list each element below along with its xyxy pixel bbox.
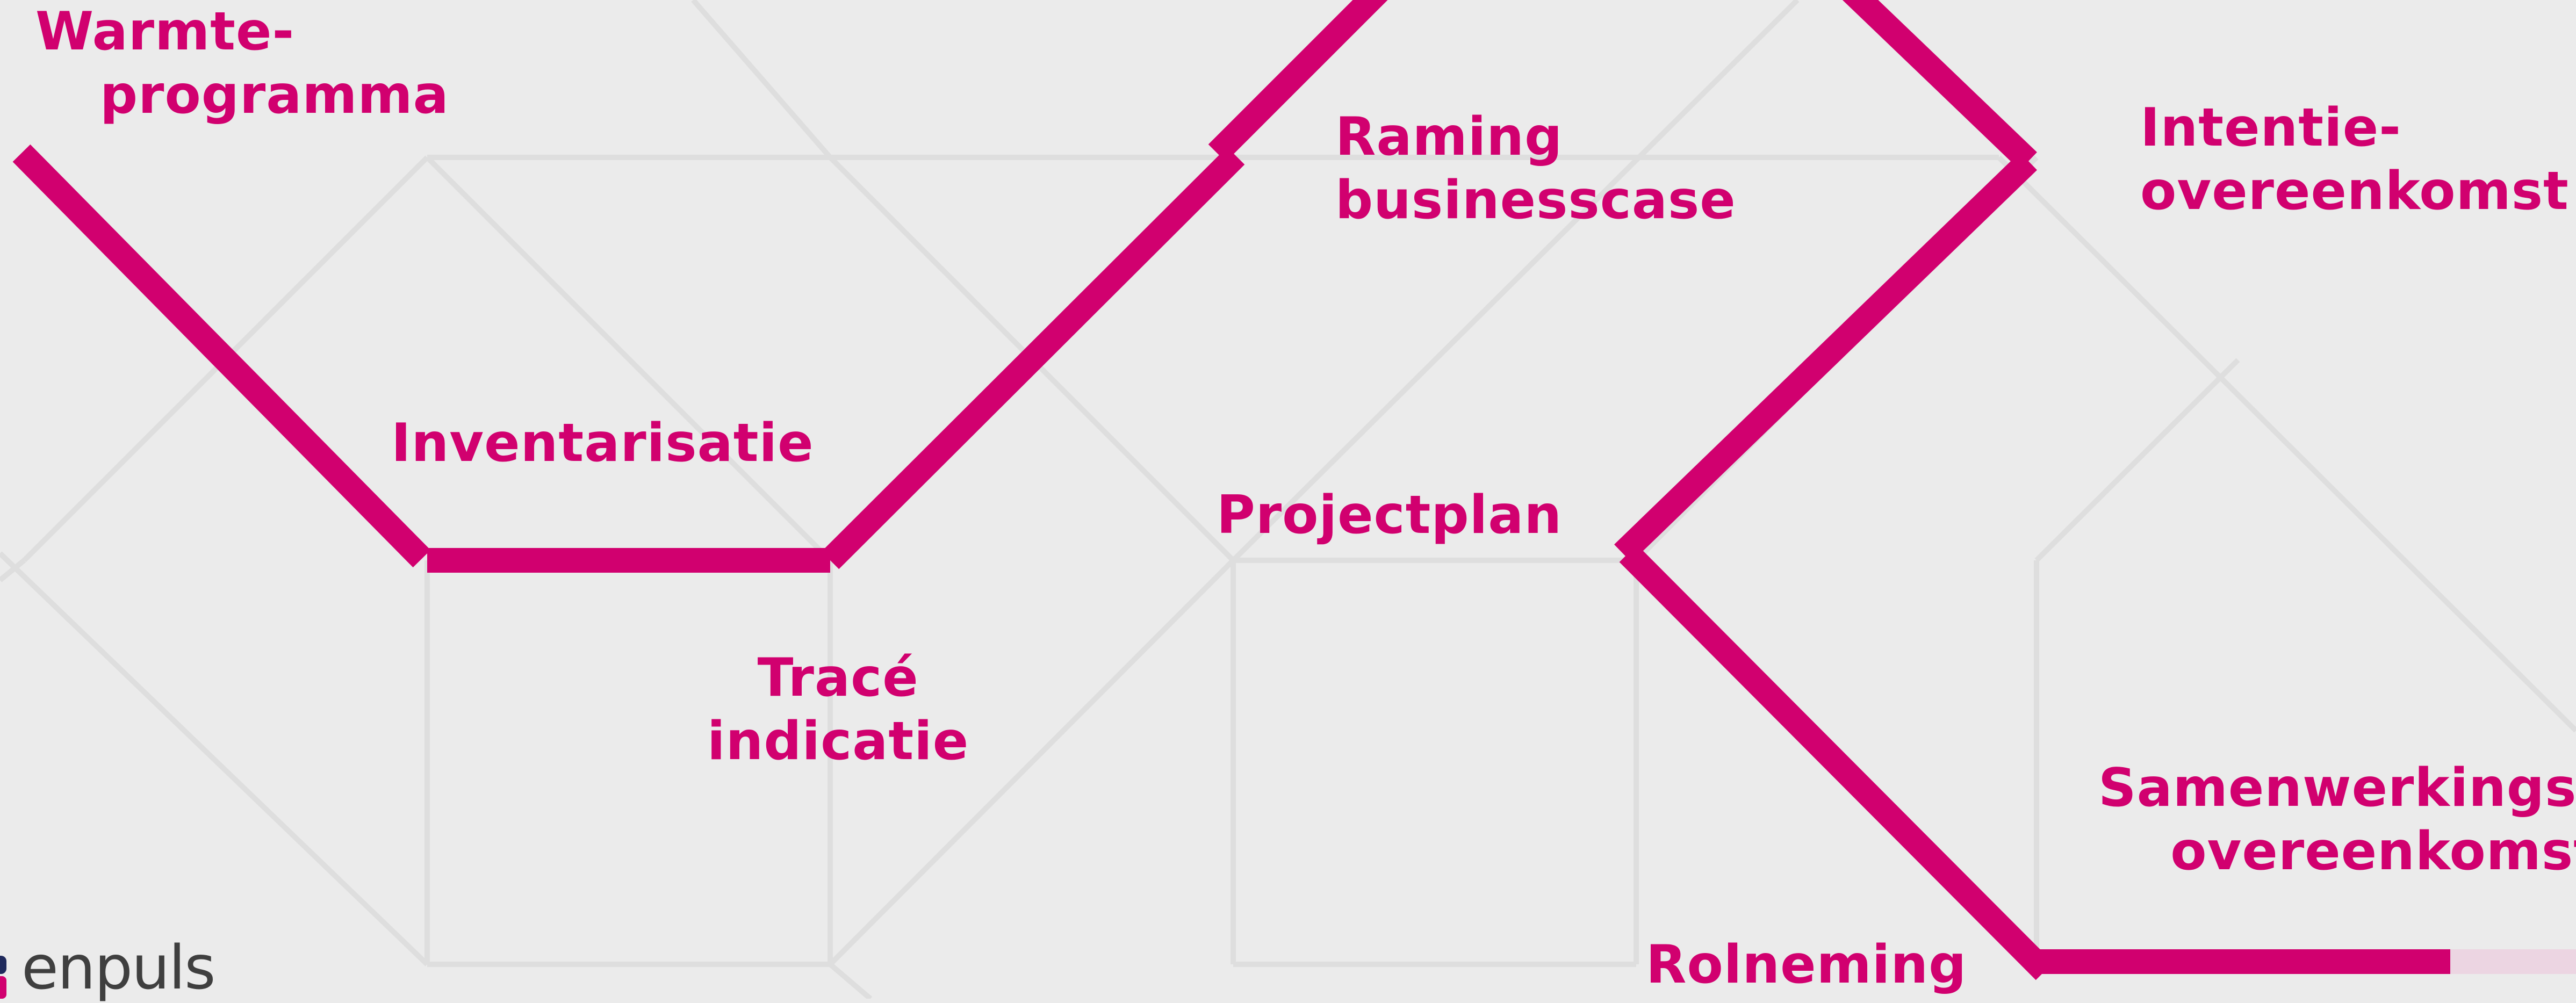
grid-line [425,155,832,562]
step-label-rolneming: Rolneming [1646,933,1967,997]
enpuls-logo-mark [0,956,6,999]
step-label-line: Intentie- [2140,97,2401,158]
path-segment [1842,0,2037,170]
grid-line [691,0,832,160]
path-segment [1208,0,1388,162]
step-label-samenwerkings-overeenkomst: Samenwerkings- overeenkomst [2098,756,2576,883]
step-label-line: Rolneming [1646,934,1967,995]
step-label-raming-businesscase: Raming businesscase [1335,105,1736,232]
step-label-trace-indicatie: Tracé indicatie [707,646,969,773]
step-label-line: indicatie [707,711,969,772]
path-segment [1619,544,2054,980]
grid-line [828,962,873,999]
grid-line [2034,358,2240,562]
path-segment [821,147,1245,569]
step-label-line: Warmte- [35,1,295,62]
step-label-line: Projectplan [1217,485,1563,546]
step-label-intentie-overeenkomst: Intentie- overeenkomst [2140,96,2569,223]
step-label-line: Samenwerkings- [2098,757,2576,819]
step-label-line: Tracé [757,647,919,709]
grid-line [0,551,429,966]
step-label-line: Raming [1335,106,1563,168]
grid-line [1997,155,2576,733]
grid-line [1231,0,1800,562]
path-segment [12,144,431,568]
step-label-line: Inventarisatie [391,413,814,474]
path-segment [1614,152,2037,562]
process-path [12,0,2576,980]
grid-line [828,558,1235,966]
enpuls-logo: enpuls [0,937,226,999]
grid-line [0,558,26,582]
step-label-line: programma [100,64,449,126]
step-label-inventarisatie: Inventarisatie [391,412,814,475]
step-label-line: overeenkomst [2170,821,2576,882]
step-label-warmteprogramma: Warmte- programma [35,0,449,127]
step-label-line: businesscase [1335,170,1736,231]
step-label-line: overeenkomst [2140,161,2569,222]
logo-wordmark: enpuls [21,933,215,1003]
step-label-projectplan: Projectplan [1217,484,1562,547]
